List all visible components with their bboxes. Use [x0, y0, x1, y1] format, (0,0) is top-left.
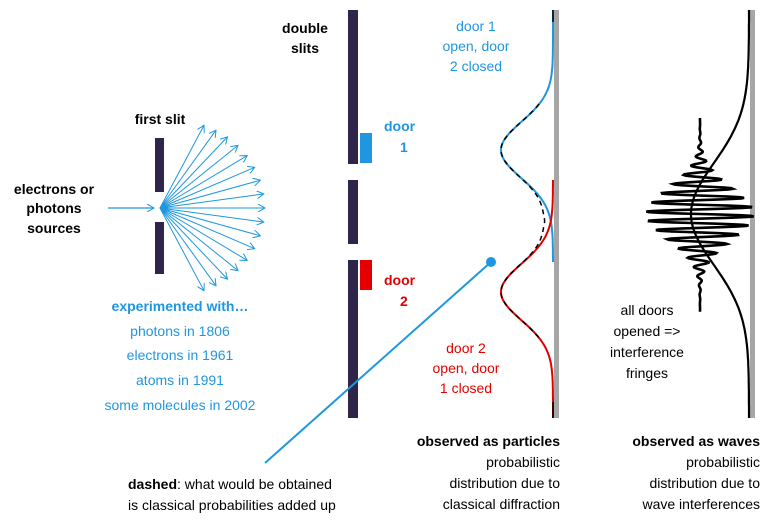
dashed-caption-rest: : what would be obtained — [177, 476, 332, 492]
first-slit-upper-wall — [155, 138, 164, 192]
dashed-caption-bold: dashed — [128, 476, 178, 492]
experiment-item: electrons in 1961 — [126, 347, 234, 363]
diffraction-arrow — [159, 130, 216, 209]
double-slit-middle-wall — [348, 180, 358, 244]
diffraction-fan — [159, 125, 265, 291]
all-doors-label-line3: interference — [610, 344, 684, 360]
double-slits-label-line1: double — [282, 20, 328, 36]
diffraction-arrow — [159, 207, 255, 249]
first-slit-label: first slit — [134, 111, 186, 127]
door-1 — [360, 133, 372, 163]
all-doors-label-line1: all doors — [620, 302, 674, 318]
door1-label-number: 1 — [400, 139, 408, 155]
waves-caption-title: observed as waves — [632, 433, 760, 449]
source-label-line3: sources — [27, 220, 81, 236]
double-slit-upper-wall — [348, 10, 358, 164]
diffraction-arrow — [159, 207, 260, 236]
diffraction-arrow — [159, 207, 247, 260]
experiments-heading: experimented with… — [111, 298, 249, 314]
door1-curve-label-line1: door 1 — [456, 18, 496, 34]
dashed-pointer-dot — [486, 257, 496, 267]
all-doors-label-line2: opened => — [613, 323, 681, 339]
door2-label-number: 2 — [400, 293, 408, 309]
diffraction-arrow — [159, 125, 204, 209]
diffraction-arrow — [159, 137, 228, 209]
door2-curve-label-line1: door 2 — [446, 340, 486, 356]
waves-caption-line3: wave interferences — [642, 496, 760, 512]
source-label-line1: electrons or — [13, 181, 95, 197]
experiment-item: some molecules in 2002 — [104, 397, 256, 413]
diffraction-arrow — [159, 207, 204, 291]
diffraction-arrow — [159, 180, 260, 209]
particles-caption-line3: classical diffraction — [442, 496, 560, 512]
experiment-item: atoms in 1991 — [136, 372, 224, 388]
wave-screen — [750, 10, 755, 418]
diffraction-arrow — [159, 167, 255, 209]
particles-caption-line2: distribution due to — [449, 475, 560, 491]
diffraction-arrow — [159, 207, 216, 286]
dashed-pointer-line — [264, 261, 492, 464]
diffraction-arrow — [159, 207, 238, 271]
door-2 — [360, 260, 372, 290]
interference-fringes-curve — [646, 118, 754, 312]
first-slit-lower-wall — [155, 222, 164, 274]
diffraction-arrow — [159, 207, 264, 222]
door2-curve-label-line3: 1 closed — [439, 380, 493, 396]
waves-caption-line2: distribution due to — [649, 475, 760, 491]
double-slits-label-line2: slits — [290, 40, 319, 56]
particle-screen — [554, 10, 559, 418]
double-slit-lower-wall — [348, 260, 358, 418]
diffraction-arrow — [159, 194, 264, 209]
classical-sum-dashed-curve — [500, 103, 546, 339]
source-label-line2: photons — [26, 200, 82, 216]
diffraction-arrow — [159, 145, 238, 209]
door2-label-word: door — [384, 272, 416, 288]
door1-label-word: door — [384, 118, 416, 134]
door2-distribution-curve — [499, 180, 554, 418]
door2-curve-label-line2: open, door — [432, 360, 500, 376]
diffraction-arrow — [159, 156, 247, 209]
diffraction-arrow — [159, 207, 228, 279]
dashed-caption-line1: dashed: what would be obtained — [128, 475, 332, 493]
dashed-caption-line2: is classical probabilities added up — [128, 497, 336, 513]
door1-curve-label-line2: open, door — [442, 38, 510, 54]
particles-caption-title: observed as particles — [416, 433, 560, 449]
particles-caption-line1: probabilistic — [486, 454, 560, 470]
door1-curve-label-line3: 2 closed — [449, 58, 503, 74]
all-doors-label-line4: fringes — [625, 365, 669, 381]
experiment-item: photons in 1806 — [130, 323, 230, 339]
waves-caption-line1: probabilistic — [686, 454, 760, 470]
